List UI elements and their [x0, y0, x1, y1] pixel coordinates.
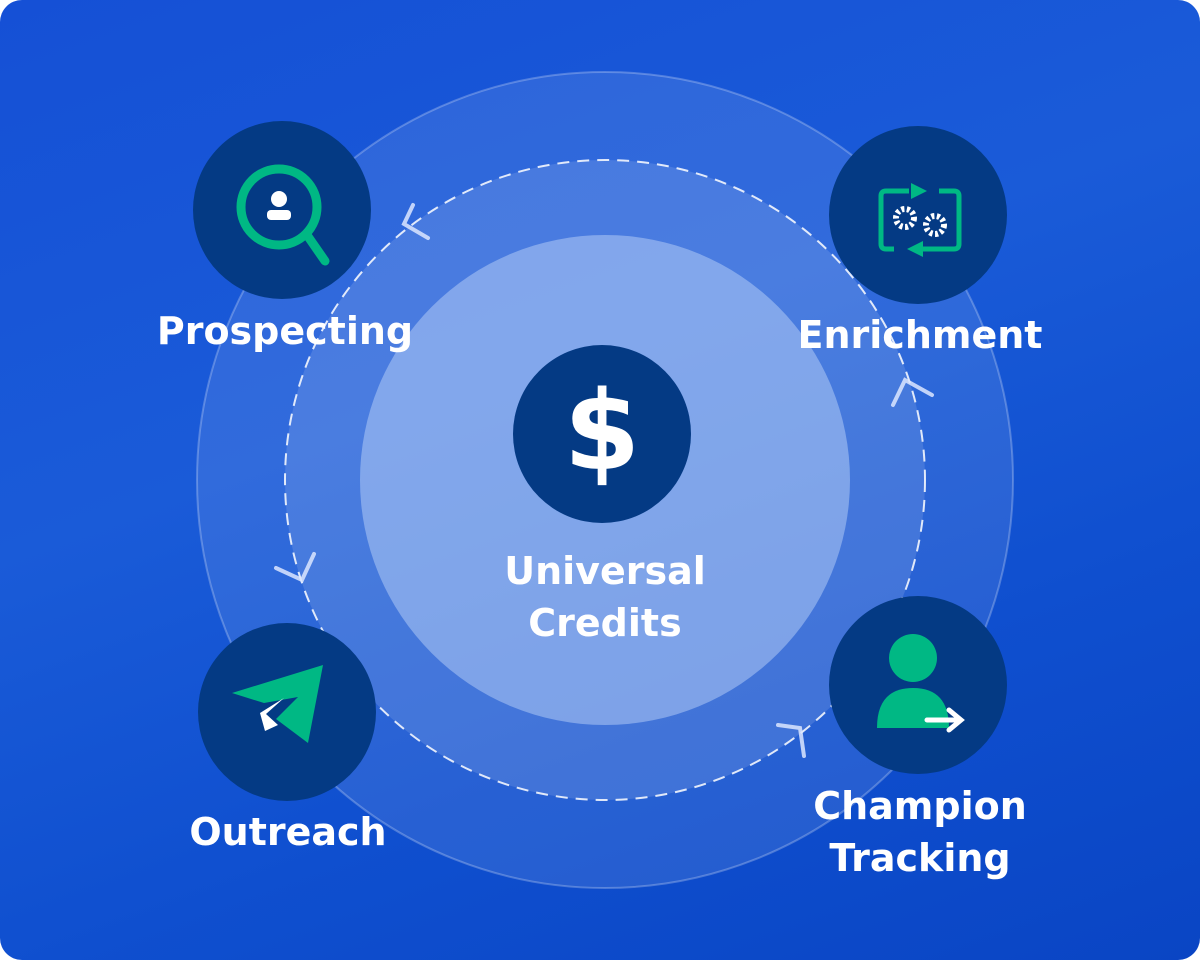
center-label-line2: Credits	[528, 601, 682, 645]
champion-tracking-node	[829, 596, 1007, 774]
svg-text:$: $	[564, 367, 641, 495]
outreach-label: Outreach	[189, 810, 387, 854]
person-arrow-icon	[877, 634, 965, 733]
center-label: Universal Credits	[445, 545, 765, 649]
champion-tracking-label: Champion Tracking	[760, 780, 1080, 884]
champion-label-line2: Tracking	[829, 836, 1011, 880]
chevron-arrow-icon	[274, 552, 316, 583]
search-person-icon	[236, 164, 330, 266]
champion-label-line1: Champion	[813, 784, 1027, 828]
chevron-arrow-icon	[401, 203, 430, 240]
center-dollar-node: $	[513, 345, 691, 523]
enrichment-label: Enrichment	[797, 313, 1043, 357]
paper-plane-icon	[232, 665, 323, 743]
prospecting-node	[193, 121, 371, 299]
prospecting-label: Prospecting	[156, 309, 414, 353]
center-label-line1: Universal	[504, 549, 706, 593]
chevron-arrow-icon	[776, 723, 806, 758]
gears-cycle-icon	[878, 183, 962, 257]
dollar-icon: $	[564, 367, 641, 495]
outreach-node	[198, 623, 376, 801]
enrichment-node	[829, 126, 1007, 304]
chevron-arrow-icon	[891, 377, 934, 407]
